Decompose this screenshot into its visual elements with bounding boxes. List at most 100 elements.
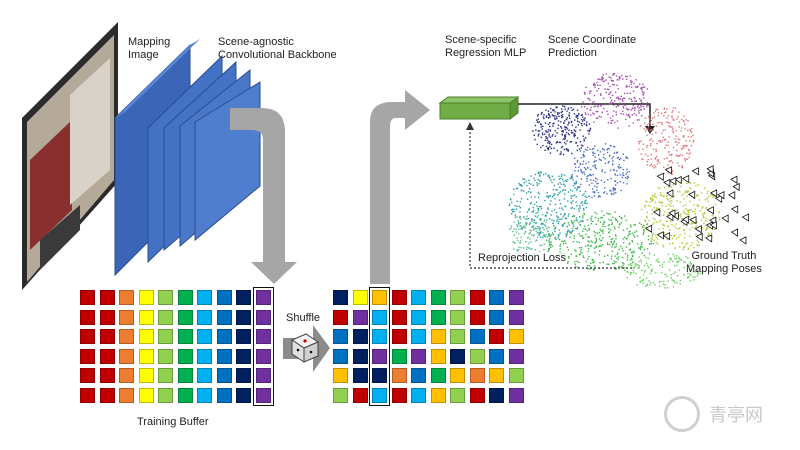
buffer-cell [430,387,446,403]
buffer-cell [391,348,407,364]
buffer-cell [119,290,134,305]
reprojection-loss-path [469,128,632,269]
buffer-cell [99,309,115,325]
buffer-cell [216,387,232,403]
ground-truth-pose-markers [644,165,749,245]
buffer-cell [430,348,446,364]
backbone-label: Scene-agnostic Convolutional Backbone [218,36,337,61]
buffer-cell [236,368,251,383]
buffer-cell [469,348,485,364]
buffer-cell [411,290,426,305]
ground-truth-label: Ground Truth Mapping Poses [686,250,762,275]
buffer-cell [99,329,115,344]
buffer-cell [469,290,485,305]
buffer-cell [469,368,485,383]
buffer-cell [158,290,173,305]
watermark-logo: 青亭网 [664,396,792,440]
buffer-cell [80,309,95,325]
buffer-cell [216,348,232,364]
buffer-cell [236,387,251,403]
shuffle-label: Shuffle [286,312,321,324]
buffer-cell [255,290,271,305]
buffer-cell [119,329,134,344]
buffer-cell [333,329,348,344]
buffer-cell [216,309,232,325]
buffer-cell [411,348,426,364]
buffer-cell [333,348,348,364]
buffer-cell [138,309,154,325]
buffer-cell [119,387,134,403]
buffer-cell [489,290,504,305]
buffer-cell [80,329,95,344]
buffer-cell [450,329,465,344]
buffer-cell [391,368,407,383]
buffer-cell [489,329,504,344]
buffer-cell [372,348,387,364]
buffer-cell [469,329,485,344]
buffer-cell [177,387,193,403]
buffer-cell [489,348,504,364]
buffer-cell [411,329,426,344]
regression-mlp-block [438,96,520,120]
buffer-cell [508,309,524,325]
buffer-cell [138,348,154,364]
buffer-cell [450,309,465,325]
buffer-cell [197,290,212,305]
buffer-cell [372,387,387,403]
buffer-cell [216,290,232,305]
buffer-cell [469,309,485,325]
mapping-image-photo [22,22,118,290]
buffer-cell [177,348,193,364]
buffer-cell [508,290,524,305]
backbone-to-buffer-arrow [230,108,297,284]
buffer-cell [352,329,368,344]
mlp-to-prediction-arrow [518,103,651,128]
buffer-cell [80,387,95,403]
buffer-cell [158,309,173,325]
buffer-cell [80,368,95,383]
buffer-cell [99,290,115,305]
buffer-cell [411,387,426,403]
buffer-cell [450,290,465,305]
buffer-cell [255,348,271,364]
dice-icon [290,333,320,363]
buffer-cell [372,309,387,325]
buffer-cell [255,309,271,325]
buffer-cell [197,368,212,383]
buffer-cell [430,368,446,383]
buffer-cell [508,329,524,344]
reprojection-loss-label: Reprojection Loss [478,252,567,265]
buffer-cell [80,348,95,364]
buffer-cell [197,329,212,344]
buffer-cell [197,387,212,403]
scene-coordinate-point-cloud [508,72,721,289]
buffer-cell [372,368,387,383]
buffer-cell [216,329,232,344]
buffer-cell [138,387,154,403]
buffer-cell [352,290,368,305]
buffer-cell [138,329,154,344]
buffer-cell [508,348,524,364]
buffer-cell [508,368,524,383]
mlp-label: Scene-specific Regression MLP [445,34,527,59]
buffer-cell [469,387,485,403]
buffer-cell [158,387,173,403]
buffer-cell [508,387,524,403]
backbone-layers [114,39,261,277]
buffer-cell [411,309,426,325]
buffer-cell [177,368,193,383]
buffer-cell [119,309,134,325]
buffer-cell [177,290,193,305]
buffer-cell [450,387,465,403]
buffer-cell [391,309,407,325]
buffer-cell [450,348,465,364]
buffer-cell [177,309,193,325]
buffer-cell [372,290,387,305]
buffer-cell [450,368,465,383]
buffer-cell [158,329,173,344]
buffer-cell [352,309,368,325]
prediction-label: Scene Coordinate Prediction [548,34,637,59]
buffer-cell [236,348,251,364]
buffer-cell [99,348,115,364]
buffer-cell [489,368,504,383]
